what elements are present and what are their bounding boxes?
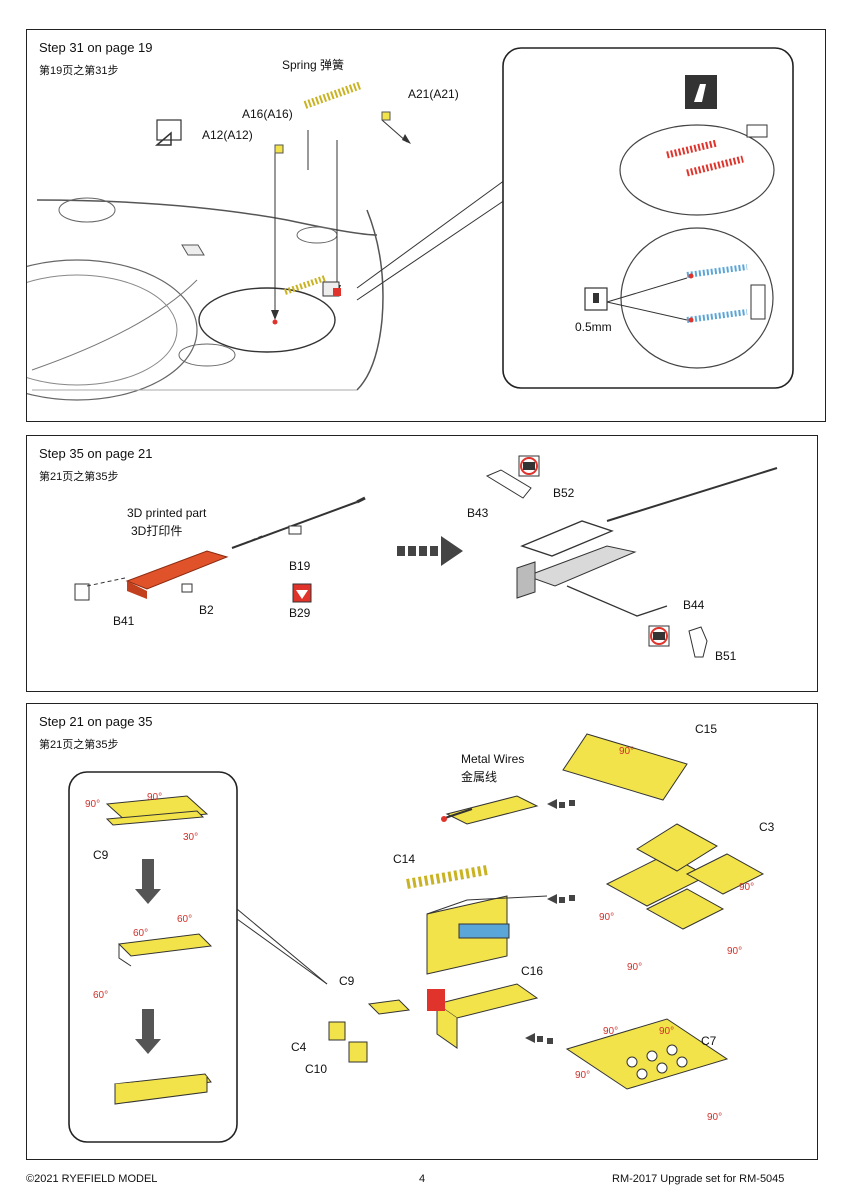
part-c4-label: C4 (291, 1040, 307, 1054)
footer-copyright: ©2021 RYEFIELD MODEL (26, 1173, 158, 1185)
angle-label: 60° (93, 990, 109, 1001)
product-code: RM-2017 Upgrade set for RM-5045 (612, 1173, 785, 1185)
angle-label: 90° (727, 946, 743, 957)
angle-label: 30° (183, 832, 199, 843)
part-b52-label: B52 (553, 486, 575, 500)
step-21-panel: Step 21 on page 35 第21页之第35步 (26, 703, 818, 1160)
part-b41-label: B41 (113, 614, 135, 628)
angle-label: 90° (627, 962, 643, 973)
angle-label: 90° (739, 882, 755, 893)
angle-label: 90° (147, 792, 163, 803)
angle-label: 60° (177, 914, 193, 925)
step-31-title: Step 31 on page 19 (39, 40, 153, 55)
part-c3-label: C3 (759, 820, 775, 834)
inset-c9-label: C9 (93, 848, 109, 862)
metal-wires-label-en: Metal Wires (461, 752, 525, 766)
part-c14-label: C14 (393, 852, 416, 866)
part-b43-label: B43 (467, 506, 489, 520)
part-b29-label: B29 (289, 606, 311, 620)
part-a16-label: A16(A16) (242, 107, 293, 121)
step-31-illustration (27, 47, 794, 401)
angle-label: 90° (619, 746, 635, 757)
part-b19-label: B19 (289, 559, 311, 573)
part-c16-label: C16 (521, 964, 544, 978)
step-35-illustration (74, 455, 778, 658)
step-21-title: Step 21 on page 35 (39, 714, 153, 729)
angle-label: 90° (707, 1112, 723, 1123)
angle-label: 90° (603, 1026, 619, 1037)
part-b44-label: B44 (683, 598, 705, 612)
step-21-subtitle: 第21页之第35步 (39, 739, 119, 751)
angle-label: 90° (659, 1026, 675, 1037)
part-c15-label: C15 (695, 722, 718, 736)
metal-wires-label-cn: 金属线 (461, 770, 498, 784)
part-b51-label: B51 (715, 649, 737, 663)
angle-label: 90° (575, 1070, 591, 1081)
step-35-title: Step 35 on page 21 (39, 446, 153, 461)
angle-label: 90° (85, 799, 101, 810)
spring-label: Spring 弹簧 (282, 58, 345, 72)
angle-label: 90° (599, 912, 615, 923)
part-c7-label: C7 (701, 1034, 717, 1048)
part-b2-label: B2 (199, 603, 214, 617)
printed-part-label-cn: 3D打印件 (131, 524, 183, 538)
angle-label: 60° (133, 928, 149, 939)
part-a12-label: A12(A12) (202, 128, 253, 142)
page-number: 4 (419, 1173, 426, 1185)
step-31-subtitle: 第19页之第31步 (39, 65, 119, 77)
part-a21-label: A21(A21) (408, 87, 459, 101)
part-c10-label: C10 (305, 1062, 328, 1076)
step-35-panel: Step 35 on page 21 第21页之第35步 (26, 435, 818, 692)
step-21-illustration (68, 733, 765, 1143)
printed-part-label-en: 3D printed part (127, 506, 207, 520)
step-35-subtitle: 第21页之第35步 (39, 471, 119, 483)
step-31-panel: Step 31 on page 19 第19页之第31步 (26, 29, 826, 422)
part-c9-label: C9 (339, 974, 355, 988)
drill-size-label: 0.5mm (575, 320, 612, 334)
